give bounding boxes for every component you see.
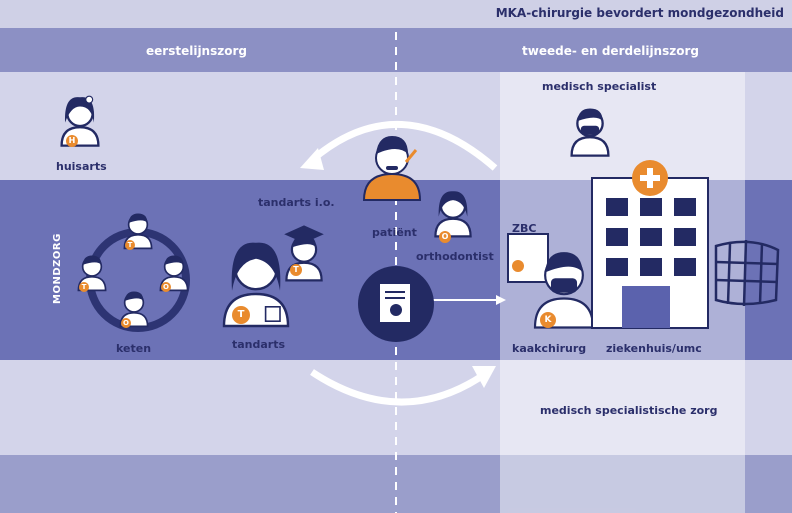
label-tandarts-io: tandarts i.o. <box>258 196 335 209</box>
label-keten: keten <box>116 342 152 355</box>
label-medisch-specialist: medisch specialist <box>542 80 657 93</box>
zbc-building <box>507 233 549 283</box>
arrow-top-head <box>300 148 324 170</box>
patient-figure <box>362 136 422 201</box>
label-specialistische-zorg: medisch specialistische zorg <box>540 404 718 417</box>
title-band <box>0 0 792 28</box>
label-huisarts: huisarts <box>56 160 107 173</box>
medisch-specialist-figure <box>570 107 610 157</box>
page-title: MKA-chirurgie bevordert mondgezondheid <box>495 6 784 20</box>
badge-keten-right: O <box>161 282 171 292</box>
arrow-bottom-arc <box>310 369 484 406</box>
label-tandarts: tandarts <box>232 338 286 351</box>
referral-arrow-head <box>496 295 506 305</box>
orthodontist-figure <box>434 191 472 238</box>
arrow-top-arc <box>309 120 498 171</box>
label-ziekenhuis: ziekenhuis/umc <box>606 342 702 355</box>
column-label-eerstelijnszorg: eerstelijnszorg <box>146 44 247 58</box>
hospital-windows <box>606 198 696 276</box>
badge-tandarts: T <box>232 306 250 324</box>
badge-keten-left: T <box>79 282 89 292</box>
label-zbc: ZBC <box>512 222 537 235</box>
badge-tandarts-io: T <box>290 264 302 276</box>
label-patient: patiënt <box>372 226 417 239</box>
net-icon <box>714 239 780 307</box>
badge-huisarts: H <box>66 135 78 147</box>
label-mondzorg: MONDZORG <box>52 233 63 304</box>
badge-keten-top: T <box>125 240 135 250</box>
document-icon <box>380 284 410 322</box>
label-kaakchirurg: kaakchirurg <box>512 342 587 355</box>
badge-keten-bottom: O <box>121 318 131 328</box>
column-label-tweedelijnszorg: tweede- en derdelijnszorg <box>522 44 699 58</box>
badge-kaakchirurg: K <box>540 312 556 328</box>
hospital-door <box>622 286 670 328</box>
badge-orthodontist: O <box>439 231 451 243</box>
huisarts-figure <box>60 95 100 147</box>
label-orthodontist: orthodontist <box>416 250 494 263</box>
arrow-bottom-head <box>472 366 496 388</box>
